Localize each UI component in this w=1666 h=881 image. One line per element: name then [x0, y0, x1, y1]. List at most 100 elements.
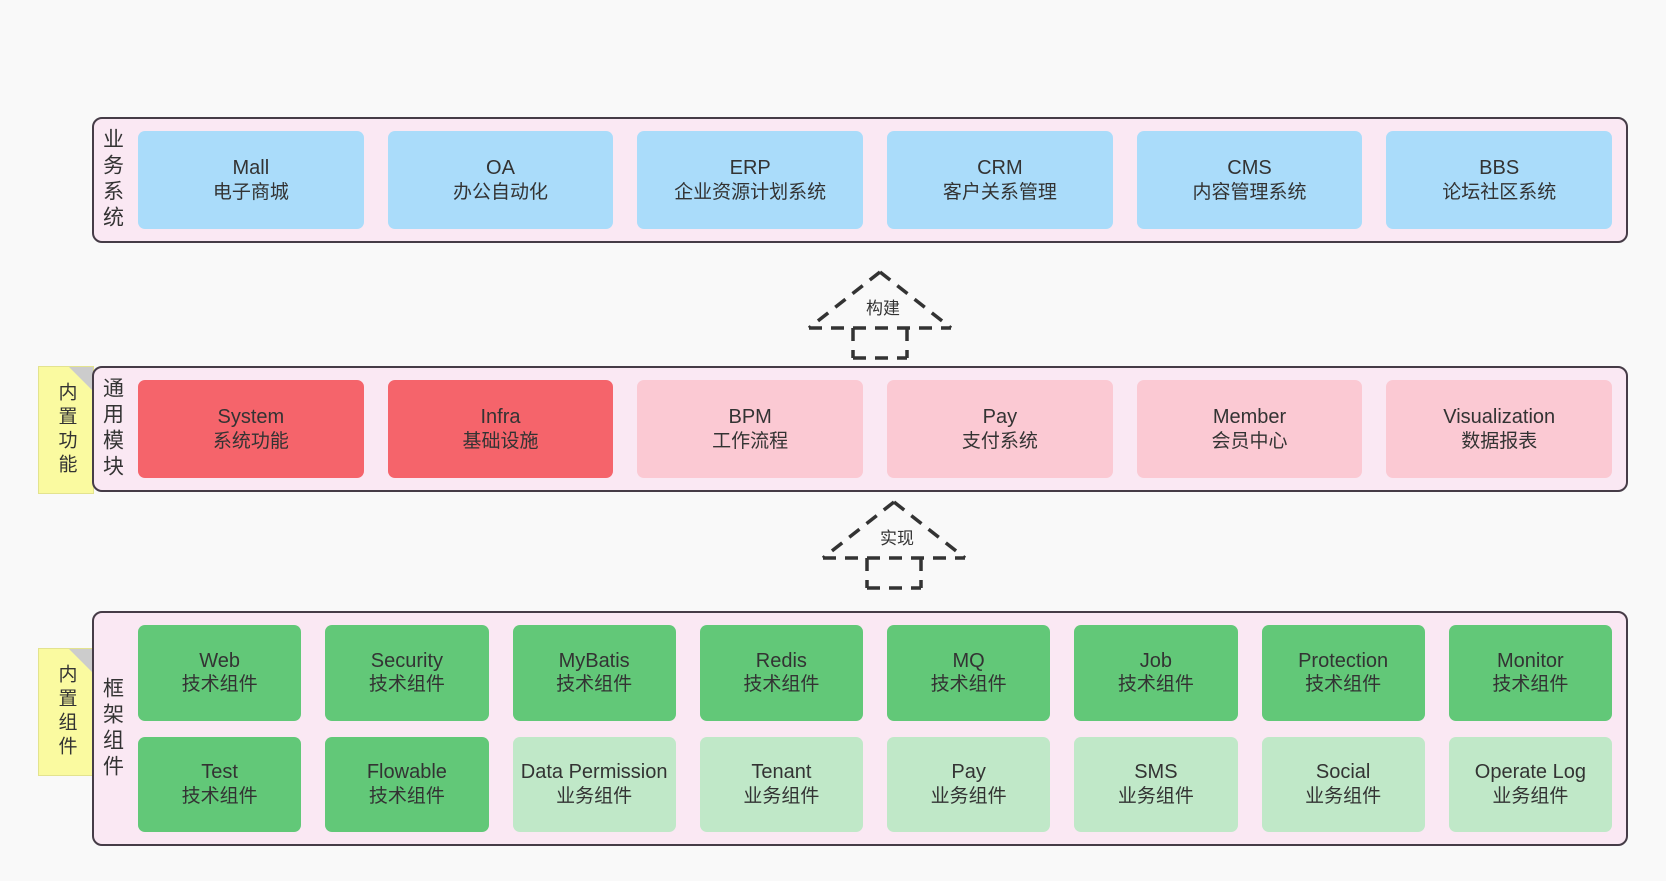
card-title: Tenant	[751, 761, 812, 784]
card-visualization[interactable]: Visualization 数据报表	[1386, 380, 1613, 478]
card-row: Mall 电子商城 OA 办公自动化 ERP 企业资源计划系统 CRM 客户关系…	[138, 131, 1613, 229]
card-title: Data Permission	[520, 761, 668, 784]
card-operate-log[interactable]: Operate Log 业务组件	[1448, 736, 1612, 832]
card-title: Test	[201, 761, 238, 784]
card-subtitle: 技术组件	[368, 674, 445, 696]
card-subtitle: 技术组件	[181, 674, 258, 696]
card-subtitle: 业务组件	[1305, 785, 1382, 807]
card-title: Security	[370, 649, 443, 672]
layer-title-business-system: 业务系统	[100, 128, 124, 232]
card-subtitle: 业务组件	[930, 785, 1007, 807]
card-monitor[interactable]: Monitor 技术组件	[1448, 625, 1612, 721]
card-title: OA	[486, 157, 515, 180]
card-row: Web 技术组件 Security 技术组件 MyBatis 技术组件 Redi…	[138, 625, 1612, 721]
card-subtitle: 论坛社区系统	[1442, 181, 1557, 203]
card-subtitle: 技术组件	[368, 785, 445, 807]
sticky-note-label: 内置功能	[55, 382, 77, 478]
card-subtitle: 业务组件	[1117, 785, 1194, 807]
card-redis[interactable]: Redis 技术组件	[699, 625, 863, 721]
card-sms[interactable]: SMS 业务组件	[1074, 736, 1238, 832]
card-title: SMS	[1134, 761, 1178, 784]
card-subtitle: 技术组件	[1492, 674, 1569, 696]
card-title: Operate Log	[1474, 761, 1586, 784]
note-fold-corner-icon	[69, 649, 93, 673]
card-subtitle: 企业资源计划系统	[674, 181, 827, 203]
card-subtitle: 技术组件	[743, 674, 820, 696]
card-title: Redis	[755, 649, 807, 672]
card-mq[interactable]: MQ 技术组件	[887, 625, 1051, 721]
card-title: Social	[1315, 761, 1371, 784]
card-title: MyBatis	[558, 649, 630, 672]
card-title: BBS	[1479, 157, 1520, 180]
card-title: Pay	[982, 406, 1018, 429]
card-protection[interactable]: Protection 技术组件	[1261, 625, 1425, 721]
card-title: MQ	[952, 649, 985, 672]
card-title: CMS	[1227, 157, 1272, 180]
connector-build-label: 构建	[866, 299, 900, 318]
card-subtitle: 业务组件	[1492, 785, 1569, 807]
card-security[interactable]: Security 技术组件	[325, 625, 489, 721]
card-member[interactable]: Member 会员中心	[1136, 380, 1363, 478]
layer-cards-framework-component: Web 技术组件 Security 技术组件 MyBatis 技术组件 Redi…	[130, 613, 1626, 844]
card-subtitle: 技术组件	[1117, 674, 1194, 696]
card-title: Infra	[480, 406, 521, 429]
card-system[interactable]: System 系统功能	[138, 380, 364, 478]
layer-title-common-module: 通用模块	[100, 377, 124, 481]
card-tenant[interactable]: Tenant 业务组件	[699, 736, 863, 832]
card-subtitle: 业务组件	[556, 785, 633, 807]
card-title: Web	[199, 649, 240, 672]
card-subtitle: 系统功能	[212, 430, 289, 452]
card-title: Protection	[1298, 649, 1389, 672]
card-subtitle: 支付系统	[961, 430, 1038, 452]
card-subtitle: 数据报表	[1461, 430, 1538, 452]
card-social[interactable]: Social 业务组件	[1261, 736, 1425, 832]
card-bpm[interactable]: BPM 工作流程	[637, 380, 864, 478]
layer-common-module[interactable]: 通用模块 System 系统功能 Infra 基础设施 BPM 工作流程 Pay…	[92, 366, 1628, 492]
card-title: Monitor	[1497, 649, 1564, 672]
card-crm[interactable]: CRM 客户关系管理	[887, 131, 1113, 229]
card-subtitle: 工作流程	[712, 430, 789, 452]
note-fold-corner-icon	[69, 367, 93, 391]
layer-business-system[interactable]: 业务系统 Mall 电子商城 OA 办公自动化 ERP 企业资源计划系统 CRM…	[92, 117, 1628, 243]
connector-implement-label: 实现	[880, 529, 914, 548]
card-subtitle: 基础设施	[462, 430, 539, 452]
card-mall[interactable]: Mall 电子商城	[138, 131, 364, 229]
card-subtitle: 技术组件	[556, 674, 633, 696]
card-subtitle: 技术组件	[930, 674, 1007, 696]
card-oa[interactable]: OA 办公自动化	[387, 131, 614, 229]
card-mybatis[interactable]: MyBatis 技术组件	[512, 625, 676, 721]
card-job[interactable]: Job 技术组件	[1074, 625, 1238, 721]
card-row: System 系统功能 Infra 基础设施 BPM 工作流程 Pay 支付系统…	[138, 380, 1613, 478]
card-subtitle: 业务组件	[743, 785, 820, 807]
card-web[interactable]: Web 技术组件	[138, 625, 302, 721]
sticky-note-builtin-component[interactable]: 内置组件	[38, 648, 94, 776]
card-title: Mall	[232, 157, 270, 180]
card-cms[interactable]: CMS 内容管理系统	[1136, 131, 1363, 229]
card-pay-business[interactable]: Pay 业务组件	[887, 736, 1051, 832]
card-test[interactable]: Test 技术组件	[138, 736, 302, 832]
card-title: Flowable	[366, 761, 447, 784]
card-subtitle: 技术组件	[1305, 674, 1382, 696]
layer-framework-component[interactable]: 框架组件 Web 技术组件 Security 技术组件 MyBatis 技术组件…	[92, 611, 1628, 846]
card-title: Visualization	[1443, 406, 1556, 429]
card-data-permission[interactable]: Data Permission 业务组件	[512, 736, 676, 832]
card-title: CRM	[977, 157, 1023, 180]
card-infra[interactable]: Infra 基础设施	[387, 380, 614, 478]
card-pay[interactable]: Pay 支付系统	[887, 380, 1113, 478]
card-erp[interactable]: ERP 企业资源计划系统	[637, 131, 864, 229]
card-title: Member	[1212, 406, 1287, 429]
card-subtitle: 内容管理系统	[1192, 181, 1307, 203]
sticky-note-builtin-function[interactable]: 内置功能	[38, 366, 94, 494]
card-title: ERP	[729, 157, 771, 180]
card-title: BPM	[728, 406, 772, 429]
card-bbs[interactable]: BBS 论坛社区系统	[1386, 131, 1613, 229]
layer-cards-common-module: System 系统功能 Infra 基础设施 BPM 工作流程 Pay 支付系统…	[130, 368, 1626, 490]
card-subtitle: 办公自动化	[453, 181, 549, 203]
card-row: Test 技术组件 Flowable 技术组件 Data Permission …	[138, 736, 1612, 832]
card-flowable[interactable]: Flowable 技术组件	[325, 736, 489, 832]
card-subtitle: 电子商城	[212, 181, 289, 203]
card-subtitle: 技术组件	[181, 785, 258, 807]
card-subtitle: 客户关系管理	[942, 181, 1057, 203]
card-title: System	[217, 406, 285, 429]
